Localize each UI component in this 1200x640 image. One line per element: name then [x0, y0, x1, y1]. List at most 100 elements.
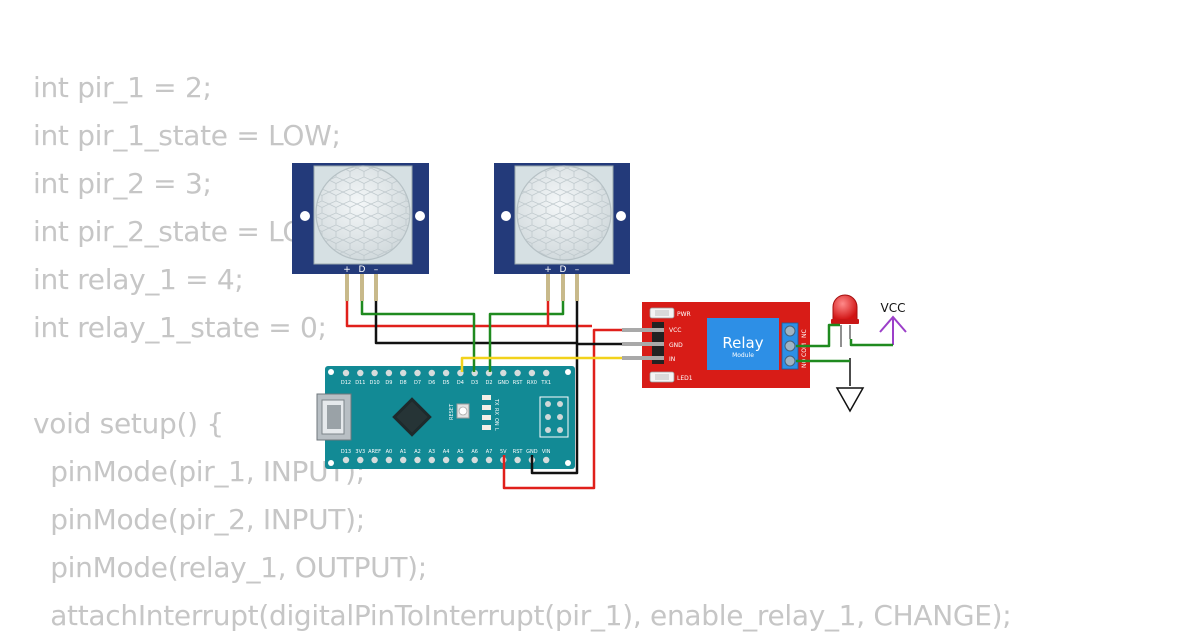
relay-subtitle: Module — [732, 352, 754, 359]
code-line-11: pinMode(relay_1, OUTPUT); — [33, 551, 427, 584]
arduino-bottom-pin-1[interactable] — [357, 456, 364, 464]
led-rx-label: RX — [493, 408, 499, 415]
arduino-bottom-pin-2[interactable] — [371, 456, 378, 464]
pir-1-pin-data-label: D — [359, 265, 366, 275]
code-line-10: pinMode(pir_2, INPUT); — [33, 503, 365, 536]
pwr-label: PWR — [677, 311, 691, 318]
relay-pin-gnd-label: GND — [669, 342, 683, 349]
arduino-bottom-pin-label-14: VIN — [542, 449, 551, 455]
relay-terminal-nc-label: NC — [801, 329, 808, 338]
arduino-bottom-pin-3[interactable] — [385, 456, 393, 464]
code-line-12: attachInterrupt(digitalPinToInterrupt(pi… — [33, 599, 1012, 632]
reset-label: RESET — [449, 403, 455, 420]
arduino-top-pin-label-13: RX0 — [527, 380, 537, 386]
pir-1-pin-vcc-label: + — [343, 265, 351, 275]
arduino-bottom-pin-8[interactable] — [457, 456, 464, 464]
arduino-top-pin-6[interactable] — [428, 369, 435, 377]
relay-title: Relay — [722, 334, 763, 352]
arduino-top-pin-1[interactable] — [357, 369, 364, 377]
arduino-top-pin-label-12: RST — [513, 380, 524, 386]
wires — [345, 301, 893, 490]
arduino-bottom-pin-label-10: A7 — [486, 449, 493, 455]
pir-1-pin-gnd-label: – — [374, 265, 379, 275]
arduino-top-pin-0[interactable] — [342, 369, 350, 377]
arduino-top-pin-label-8: D4 — [457, 380, 464, 386]
arduino-bottom-pin-label-5: A2 — [414, 449, 421, 455]
arduino-bottom-pin-0[interactable] — [342, 456, 350, 464]
code-line-3: int pir_2 = 3; — [33, 167, 212, 200]
relay-terminal-no-label: NO — [801, 359, 808, 368]
arduino-bottom-pin-label-3: A0 — [386, 449, 393, 455]
icsp-header — [539, 396, 569, 438]
red-led[interactable] — [831, 294, 859, 347]
ground-symbol — [835, 358, 865, 413]
relay-terminal-com-label: COM — [801, 343, 808, 357]
relay-pin-vcc-label: VCC — [669, 327, 681, 334]
led1-label: LED1 — [677, 375, 693, 382]
code-line-6: int relay_1_state = 0; — [33, 311, 327, 344]
arduino-top-pin-label-11: GND — [498, 380, 510, 386]
arduino-bottom-pin-label-0: D13 — [341, 449, 351, 455]
code-editor-background: int pir_1 = 2; int pir_1_state = LOW; int … — [33, 64, 1012, 640]
pir-2-pin-data-label: D — [560, 265, 567, 275]
arduino-bottom-pin-label-1: 3V3 — [355, 449, 365, 455]
pir-sensor-1[interactable]: + D – — [292, 163, 429, 301]
arduino-top-pin-label-7: D5 — [443, 380, 450, 386]
arduino-top-pin-label-5: D7 — [414, 380, 421, 386]
code-line-8: void setup() { — [33, 407, 224, 440]
pir-2-pin-vcc-label: + — [544, 265, 552, 275]
arduino-top-pin-7[interactable] — [442, 369, 450, 377]
arduino-bottom-pin-label-2: AREF — [368, 449, 381, 455]
arduino-bottom-pin-label-12: RST — [513, 449, 524, 455]
arduino-bottom-pin-7[interactable] — [442, 456, 450, 464]
relay-module[interactable]: PWR LED1 VCC GND IN Relay Module NO COM … — [622, 302, 810, 388]
microcontroller-chip — [392, 397, 432, 437]
code-line-5: int relay_1 = 4; — [33, 263, 244, 296]
led-on-label: ON — [493, 418, 499, 426]
arduino-bottom-pin-label-4: A1 — [400, 449, 407, 455]
arduino-bottom-pin-14[interactable] — [543, 456, 550, 464]
arduino-board — [325, 366, 575, 469]
code-line-2: int pir_1_state = LOW; — [33, 119, 341, 152]
arduino-top-pin-2[interactable] — [371, 369, 378, 377]
arduino-top-pin-3[interactable] — [385, 369, 393, 377]
arduino-bottom-pin-label-6: A3 — [428, 449, 435, 455]
led-rx — [482, 405, 491, 410]
arduino-bottom-pin-12[interactable] — [514, 456, 521, 464]
arduino-top-pin-label-2: D10 — [369, 380, 379, 386]
relay-block — [707, 318, 779, 370]
arduino-top-pin-14[interactable] — [543, 369, 550, 377]
arduino-bottom-pin-5[interactable] — [414, 456, 421, 464]
arduino-top-pin-11[interactable] — [500, 369, 507, 377]
arduino-top-pin-12[interactable] — [514, 369, 521, 377]
arduino-top-pin-4[interactable] — [400, 369, 407, 377]
arduino-top-pin-5[interactable] — [414, 369, 421, 377]
arduino-top-pin-label-0: D12 — [341, 380, 351, 386]
arduino-bottom-pin-label-8: A5 — [457, 449, 464, 455]
arduino-top-pin-label-4: D8 — [400, 380, 407, 386]
arduino-top-pin-label-1: D11 — [355, 380, 365, 386]
arduino-top-pin-label-10: D2 — [485, 380, 492, 386]
led-l — [482, 425, 491, 430]
arduino-bottom-pin-10[interactable] — [485, 456, 493, 464]
vcc-symbol: VCC — [879, 301, 907, 345]
code-line-1: int pir_1 = 2; — [33, 71, 212, 104]
arduino-bottom-pin-4[interactable] — [400, 456, 407, 464]
pir-sensor-2[interactable]: + D – — [494, 163, 630, 301]
arduino-bottom-pin-label-11: 5V — [500, 449, 507, 455]
arduino-bottom-pin-label-13: GND — [526, 449, 538, 455]
relay-pin-in-label: IN — [669, 356, 675, 363]
arduino-top-pin-13[interactable] — [528, 369, 536, 377]
arduino-top-pin-label-9: D3 — [471, 380, 478, 386]
led-tx — [482, 395, 491, 400]
arduino-top-pin-label-14: TX1 — [540, 380, 551, 386]
arduino-bottom-pin-6[interactable] — [428, 456, 435, 464]
arduino-bottom-pin-9[interactable] — [471, 456, 478, 464]
led-tx-label: TX — [493, 398, 499, 406]
arduino-top-pin-label-6: D6 — [428, 380, 435, 386]
led-on — [482, 415, 491, 420]
pir-2-pin-gnd-label: – — [575, 265, 580, 275]
